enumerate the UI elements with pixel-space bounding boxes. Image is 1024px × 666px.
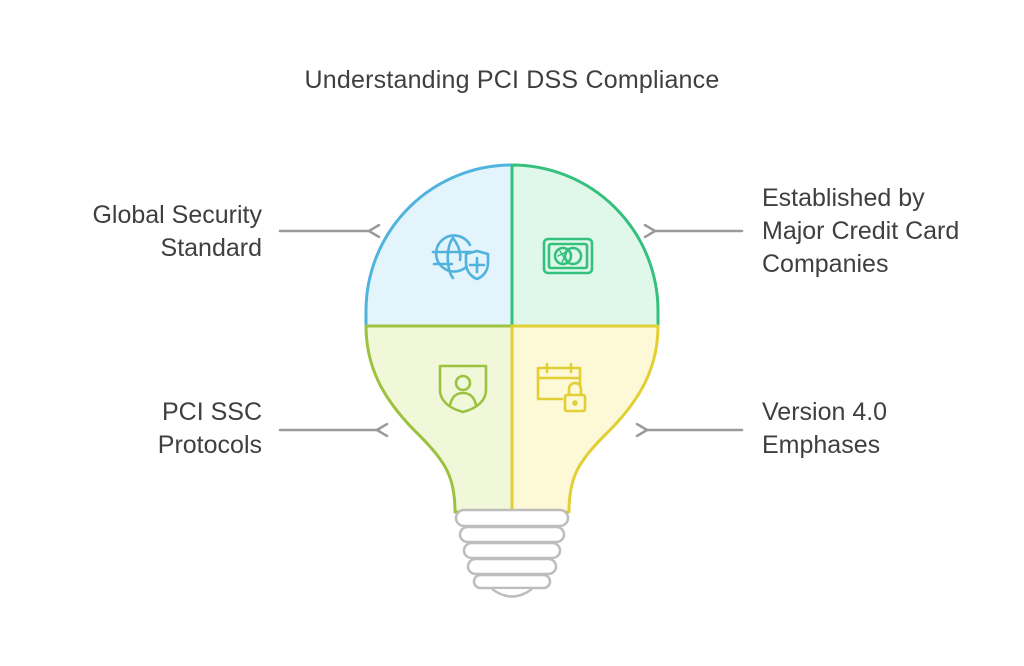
label-line: Global Security	[92, 201, 262, 229]
bulb-base	[454, 508, 570, 598]
label-line: PCI SSC	[161, 398, 262, 426]
label-line: Protocols	[157, 431, 262, 459]
label-global-security-standard: Global Security Standard	[92, 199, 262, 265]
label-line: Emphases	[762, 431, 881, 459]
label-line: Version 4.0	[762, 398, 888, 426]
label-line: Major Credit Card	[762, 217, 960, 245]
credit-card-icon	[542, 237, 594, 275]
globe-shield-icon	[431, 234, 490, 281]
calendar-lock-icon	[536, 362, 587, 413]
label-version-emphases: Version 4.0 Emphases	[762, 396, 887, 462]
label-line: Established by	[762, 184, 925, 212]
label-line: Companies	[762, 250, 889, 278]
quadrant-version	[510, 324, 660, 514]
label-established-by: Established by Major Credit Card Compani…	[762, 182, 959, 281]
diagram-title: Understanding PCI DSS Compliance	[304, 66, 720, 94]
user-shield-icon	[438, 364, 488, 414]
quadrant-established-by	[510, 163, 660, 328]
quadrant-pci-ssc	[364, 324, 514, 514]
label-pci-ssc-protocols: PCI SSC Protocols	[158, 396, 262, 462]
label-line: Standard	[160, 234, 262, 262]
